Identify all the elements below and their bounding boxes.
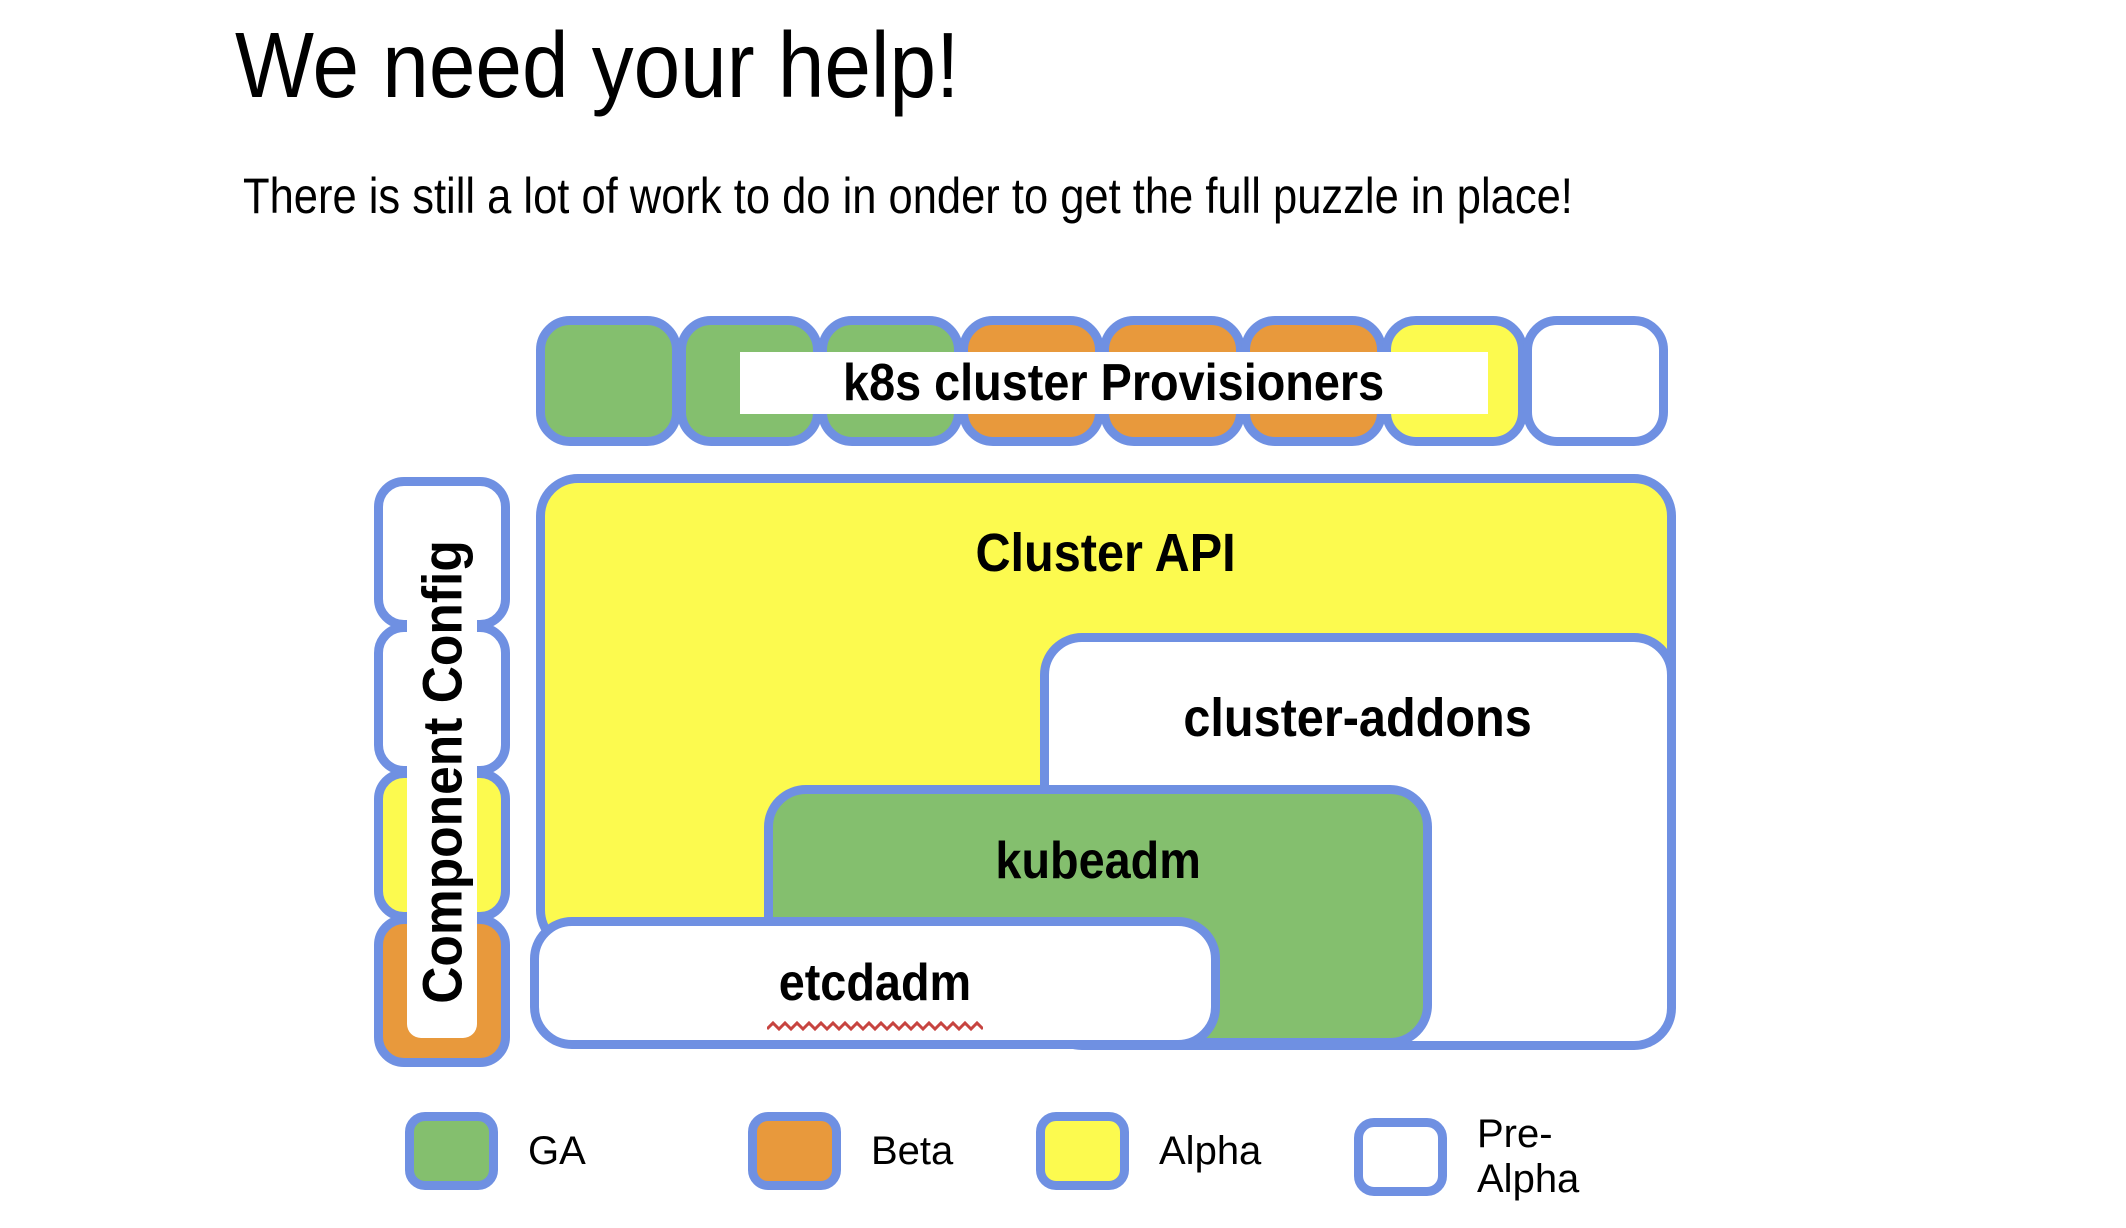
page-title-text: We need your help! — [235, 13, 960, 117]
etcdadm-box: etcdadm — [530, 917, 1220, 1049]
legend-item: Beta — [748, 1112, 953, 1190]
legend-label: Beta — [871, 1128, 954, 1173]
kubeadm-label: kubeadm — [995, 832, 1201, 890]
legend-swatch-alpha — [1036, 1112, 1129, 1190]
puzzle-piece-prealpha — [1523, 316, 1668, 446]
spellcheck-squiggle-icon — [767, 1020, 983, 1032]
legend-item: Alpha — [1036, 1112, 1261, 1190]
cluster-api-label: Cluster API — [975, 523, 1237, 583]
etcdadm-label: etcdadm — [778, 954, 972, 1012]
legend-item: Pre-Alpha — [1354, 1112, 1579, 1202]
legend-swatch-beta — [748, 1112, 841, 1190]
component-config-label: Component Config — [410, 540, 474, 1004]
legend-label: Alpha — [1159, 1128, 1262, 1173]
subtitle-text: There is still a lot of work to do in on… — [243, 168, 1573, 224]
page-title: We need your help! — [235, 13, 1040, 117]
subtitle: There is still a lot of work to do in on… — [243, 166, 1772, 226]
legend-label: GA — [528, 1128, 586, 1173]
legend-swatch-ga — [405, 1112, 498, 1190]
provisioners-label-text: k8s cluster Provisioners — [843, 354, 1385, 412]
component-config-label-box: Component Config — [407, 506, 477, 1038]
puzzle-piece-ga — [536, 316, 681, 446]
legend-item: GA — [405, 1112, 586, 1190]
legend-swatch-prealpha — [1354, 1118, 1447, 1196]
legend-label: Pre-Alpha — [1477, 1112, 1580, 1201]
provisioners-label: k8s cluster Provisioners — [740, 352, 1488, 414]
cluster-addons-label: cluster-addons — [1183, 688, 1533, 748]
